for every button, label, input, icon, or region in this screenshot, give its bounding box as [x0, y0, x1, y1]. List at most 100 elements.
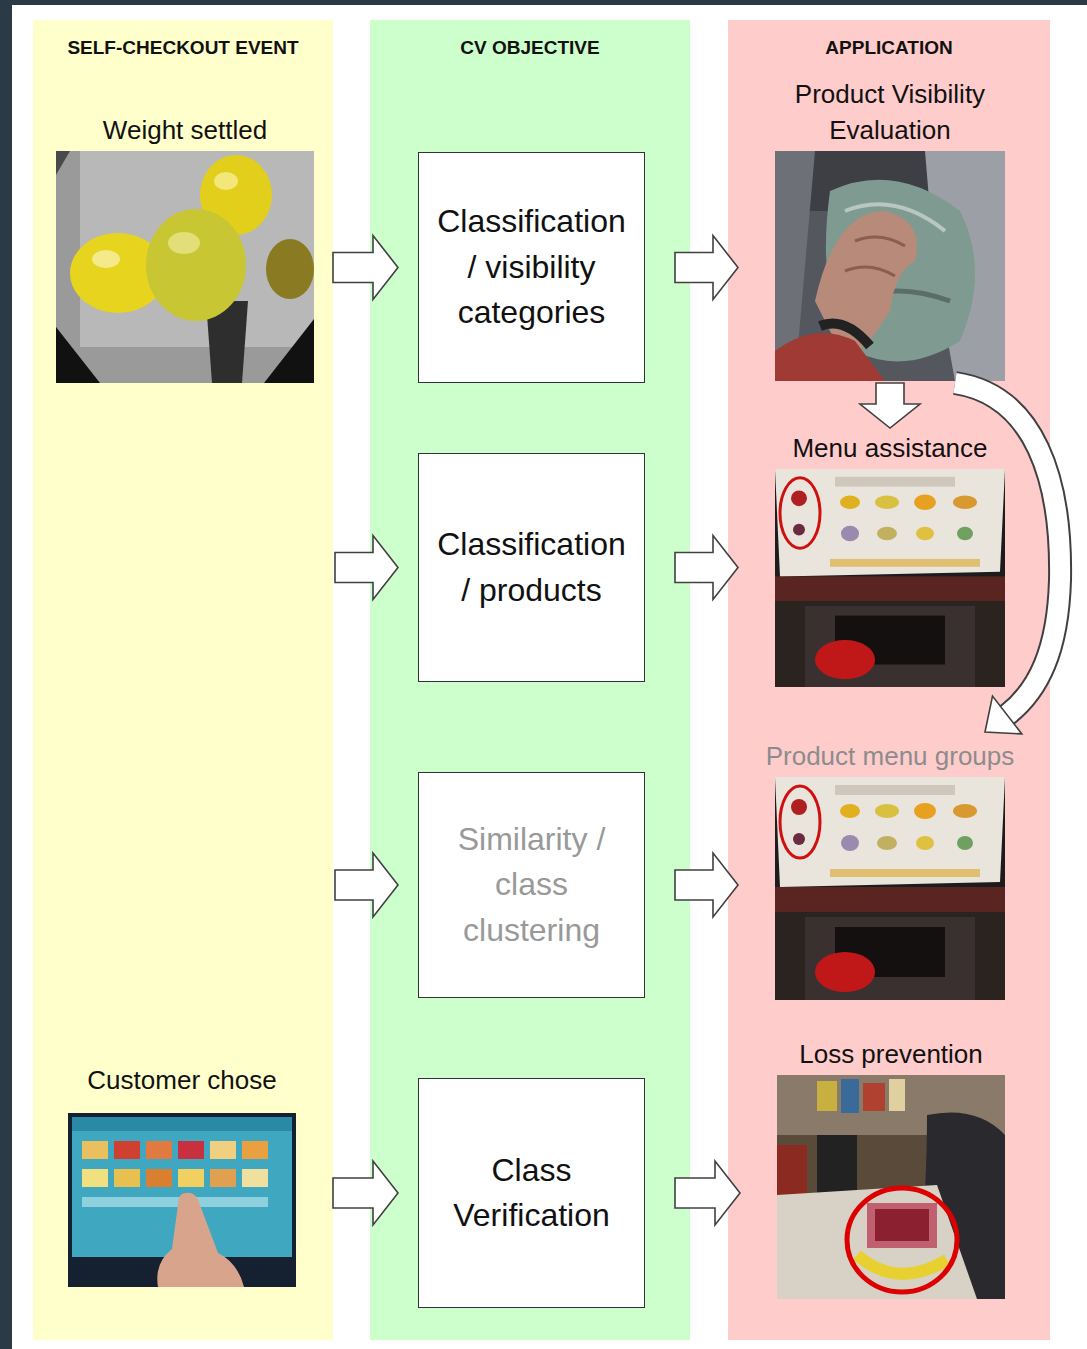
caption-holder: Product menu groups: [745, 738, 1035, 774]
photo-detail: [178, 1141, 204, 1159]
flow-arrow: [675, 1161, 740, 1225]
photo-detail: [157, 1193, 244, 1287]
lemons-photo: [56, 151, 314, 383]
photo-detail: [775, 151, 1005, 381]
photo-detail: [68, 1113, 296, 1287]
photo-detail: [72, 1117, 292, 1131]
photo-detail: [791, 491, 807, 507]
flow-arrow: [860, 383, 920, 428]
photo-detail: [264, 319, 314, 383]
photo-detail: [830, 559, 980, 567]
photo-detail: [875, 804, 899, 818]
photo-detail: [114, 1141, 140, 1159]
photo-detail: [56, 327, 100, 383]
photo-detail: [266, 239, 314, 299]
frame-strip: [0, 0, 12, 1349]
column-heading: SELF-CHECKOUT EVENT: [39, 35, 327, 61]
objective-box: Similarity / class clustering: [418, 772, 645, 998]
photo-detail: [957, 836, 973, 850]
photo-detail: [791, 799, 807, 815]
photo-detail: [805, 606, 975, 687]
objective-text: Classification / products: [433, 522, 630, 613]
photo-detail: [775, 777, 1005, 887]
band-heading-holder: APPLICATION: [734, 35, 1044, 61]
objective-box: Classification / products: [418, 453, 645, 682]
flow-arrow: [333, 236, 398, 300]
photo-panel: Customer chose: [68, 1062, 296, 1287]
flow-arrow: [675, 853, 738, 917]
photo-detail: [840, 804, 860, 818]
photo-caption: Customer chose: [84, 1062, 279, 1098]
photo-detail: [957, 527, 973, 541]
photo-detail: [82, 1169, 108, 1187]
arrow-head: [985, 696, 1022, 734]
photo-detail: [775, 469, 1005, 577]
photo-detail: [914, 803, 936, 819]
photo-detail: [840, 495, 860, 509]
caption-line: Customer chose: [68, 1062, 296, 1098]
photo-detail: [817, 1081, 837, 1111]
block-arrow: [335, 853, 398, 917]
photo-detail: [210, 1169, 236, 1187]
flow-arrow: [955, 383, 1060, 734]
photo-detail: [793, 833, 805, 845]
block-arrow: [675, 1161, 740, 1225]
column-heading: CV OBJECTIVE: [376, 35, 684, 61]
objective-box: Classification / visibility categories: [418, 152, 645, 383]
photo-caption: Menu assistance: [789, 430, 990, 466]
objective-box: Class Verification: [418, 1078, 645, 1308]
photo-detail: [56, 151, 314, 383]
photo-detail: [210, 1141, 236, 1159]
photo-detail: [146, 1141, 172, 1159]
flow-arrow: [675, 536, 738, 600]
checkout-photo: [777, 1075, 1005, 1299]
photo-panel: Product Visibility Evaluation: [775, 76, 1005, 381]
caption-holder: Menu assistance: [750, 430, 1030, 466]
photo-detail: [815, 952, 875, 992]
photo-detail: [847, 1188, 957, 1292]
photo-detail: [242, 1141, 268, 1159]
photo-detail: [835, 477, 955, 487]
photo-detail: [775, 469, 1005, 687]
photo-detail: [815, 640, 875, 679]
photo-detail: [242, 1169, 268, 1187]
photo-detail: [817, 1135, 857, 1195]
menu-screen-photo: [775, 777, 1005, 1000]
photo-detail: [841, 1079, 859, 1113]
touchscreen-photo: [68, 1113, 296, 1287]
caption-holder: Loss prevention: [751, 1036, 1031, 1072]
block-arrow: [675, 536, 738, 600]
caption-holder: Weight settled: [56, 112, 314, 148]
photo-detail: [916, 836, 934, 850]
photo-caption: Weight settled: [100, 112, 270, 148]
photo-detail: [775, 777, 1005, 1000]
photo-detail: [775, 777, 1005, 887]
photo-detail: [953, 804, 977, 818]
objective-text: Similarity / class clustering: [433, 817, 630, 953]
band-heading-holder: SELF-CHECKOUT EVENT: [39, 35, 327, 61]
objective-text: Class Verification: [433, 1148, 630, 1239]
photo-detail: [146, 209, 246, 321]
photo-detail: [178, 1169, 204, 1187]
photo-detail: [877, 836, 897, 850]
photo-detail: [916, 527, 934, 541]
block-arrow: [335, 536, 398, 600]
photo-detail: [805, 917, 975, 1000]
block-arrow: [333, 236, 398, 300]
photo-detail: [877, 527, 897, 541]
column-band: CV OBJECTIVE Classification / visibility …: [370, 20, 690, 1340]
photo-detail: [777, 1185, 977, 1299]
photo-detail: [780, 478, 820, 548]
caption-holder: Product Visibility Evaluation: [750, 76, 1030, 149]
photo-detail: [830, 869, 980, 877]
photo-panel: Weight settled: [56, 112, 314, 383]
photo-detail: [146, 1169, 172, 1187]
photo-detail: [214, 172, 238, 190]
photo-panel: Loss prevention: [777, 1036, 1005, 1299]
curved-arrow-outline: [955, 383, 1060, 715]
caption-line: Product Visibility Evaluation: [750, 76, 1030, 149]
photo-detail: [845, 267, 895, 276]
photo-detail: [835, 785, 955, 795]
